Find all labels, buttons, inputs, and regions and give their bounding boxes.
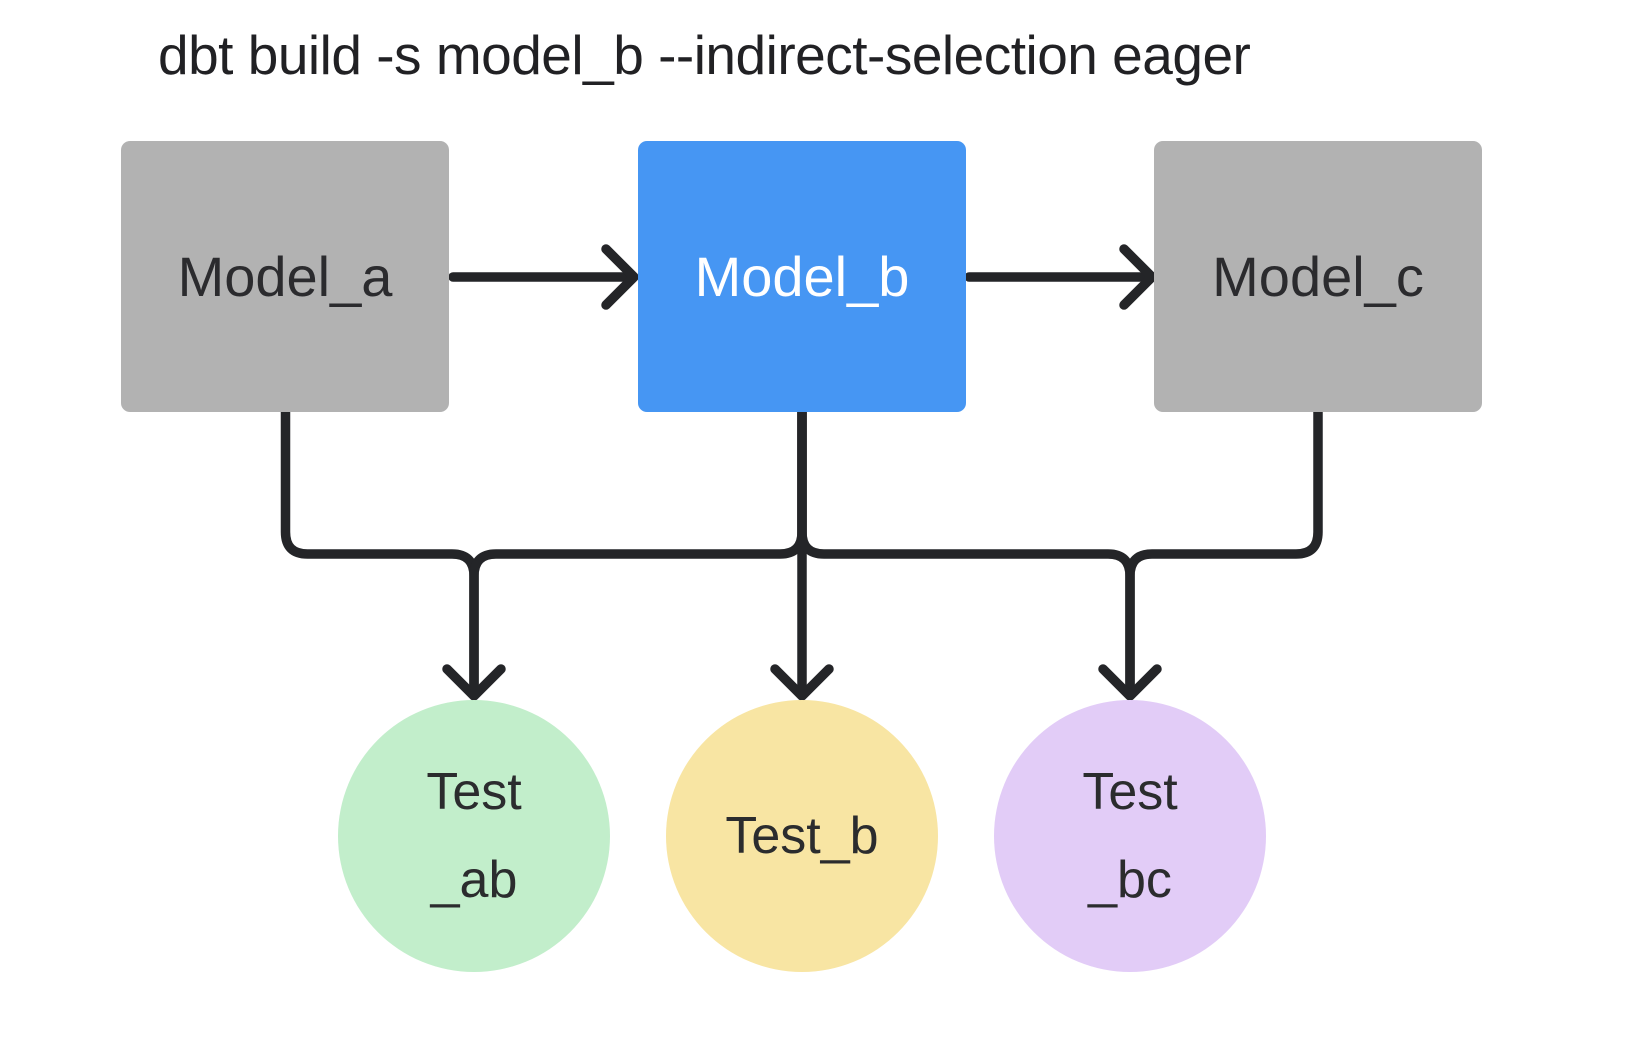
edge-test-b-arrowhead (770, 664, 834, 701)
node-test-ab-label-line1: Test (426, 762, 522, 821)
edge-model-b-test-bc-line (797, 405, 1135, 697)
node-model-a: Model_a (121, 141, 449, 412)
edge-model-a-model-b-arrowhead (601, 244, 639, 310)
node-test-bc: Test _bc (994, 700, 1266, 972)
node-test-bc-label-line2: _bc (1088, 851, 1172, 909)
edge-model-b-model-c-arrowhead (1119, 244, 1157, 310)
node-model-a-label: Model_a (177, 245, 393, 308)
node-model-c-label: Model_c (1212, 245, 1424, 308)
dbt-command-title: dbt build -s model_b --indirect-selectio… (158, 24, 1251, 86)
node-test-bc-label: Test _bc (1082, 748, 1177, 925)
node-model-b: Model_b (638, 141, 966, 412)
node-model-c: Model_c (1154, 141, 1482, 412)
edge-model-a-test-ab-line (280, 405, 479, 697)
edge-test-ab-arrowhead (442, 664, 506, 701)
edge-model-c-test-bc-line (1125, 405, 1323, 697)
edge-model-b-test-ab-line (469, 405, 807, 697)
node-test-ab-label: Test _ab (426, 748, 521, 925)
node-test-bc-label-line1: Test (1082, 762, 1178, 821)
node-test-b: Test_b (666, 700, 938, 972)
node-test-ab: Test _ab (338, 700, 610, 972)
edge-test-bc-arrowhead (1098, 664, 1162, 701)
node-model-b-label: Model_b (694, 245, 910, 308)
node-test-b-label: Test_b (725, 792, 878, 880)
node-test-b-label-line1: Test_b (725, 806, 879, 865)
node-test-ab-label-line2: _ab (430, 851, 518, 909)
